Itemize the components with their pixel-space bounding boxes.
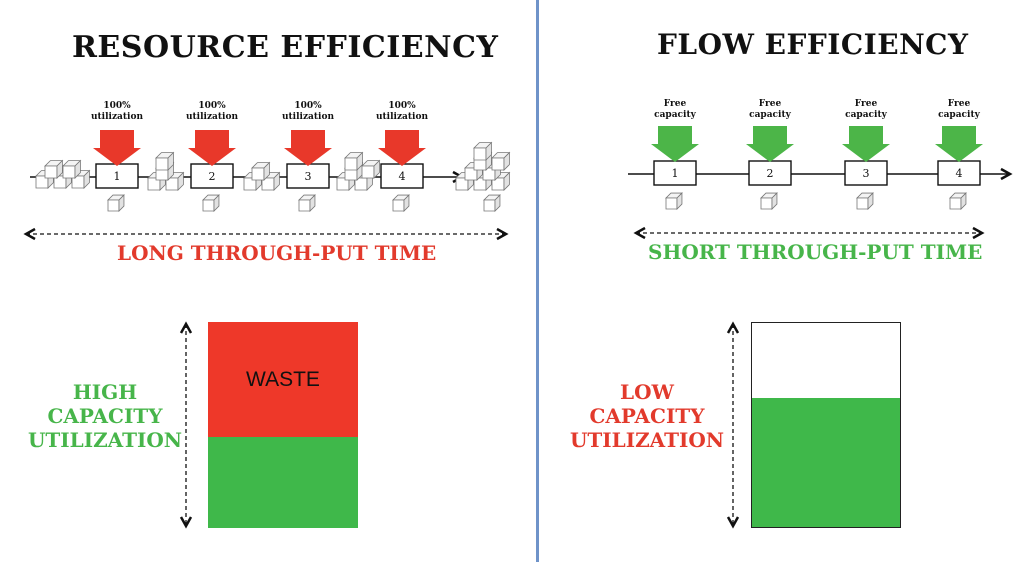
left-process-box-4 [380,163,424,189]
section-divider [536,0,539,562]
right-output-cube [856,192,874,210]
left-process-label-1: 1 [114,170,121,183]
low-utilization-bar [751,322,901,528]
left-arrow-label-top: 100% [103,101,131,111]
util-line-1: LOW [620,380,674,404]
left-inventory-cube [344,151,364,171]
used-capacity-segment [208,437,358,528]
left-arrow-label-top: 100% [198,101,226,111]
high-utilization-bar: WASTE [208,322,358,528]
right-throughput-arrow-right-head [972,226,985,240]
util-line-3: UTILIZATION [569,428,725,452]
left-inventory-cube [361,159,381,179]
right-arrow-label-bottom: capacity [654,110,696,120]
right-output-cube [665,192,683,210]
flow-efficiency-title: FLOW EFFICIENCY [657,28,969,61]
left-throughput-arrow-left-head [23,227,36,241]
left-output-cube [107,194,125,212]
util-line-1: HIGH [72,380,138,404]
left-arrow-label-bottom: utilization [376,112,428,122]
left-inventory-cube [155,151,175,171]
left-arrow-label-bottom: utilization [282,112,334,122]
left-utilization-arrow-1 [93,130,141,166]
left-process-label-2: 2 [209,170,216,183]
right-process-box-2 [748,160,792,186]
left-arrow-label-bottom: utilization [186,112,238,122]
waste-segment: WASTE [208,322,358,437]
resource-efficiency-title: RESOURCE EFFICIENCY [72,30,499,65]
right-arrow-label-top: Free [948,99,971,109]
left-inventory-cube [44,159,64,179]
right-process-label-1: 1 [672,167,679,180]
right-arrow-label-bottom: capacity [845,110,887,120]
left-output-cube [298,194,316,212]
right-output-cube [949,192,967,210]
left-output-cube [392,194,410,212]
left-inventory-cube [62,159,82,179]
right-free-capacity-arrow-3 [842,126,890,162]
right-arrow-label-bottom: capacity [749,110,791,120]
left-arrow-label-bottom: utilization [91,112,143,122]
right-free-capacity-arrow-2 [746,126,794,162]
left-inventory-cube [491,151,511,171]
util-line-2: CAPACITY [47,404,163,428]
right-process-box-4 [937,160,981,186]
left-utilization-arrow-4 [378,130,426,166]
left-process-label-4: 4 [399,170,406,183]
left-output-cube [202,194,220,212]
right-output-cube [760,192,778,210]
left-capacity-arrow-top-head [179,321,193,334]
high-capacity-utilization-label: HIGH CAPACITY UTILIZATION [20,380,190,452]
right-arrow-label-top: Free [759,99,782,109]
right-arrow-label-top: Free [664,99,687,109]
right-flow-arrowhead [1000,167,1013,181]
left-utilization-arrow-3 [284,130,332,166]
right-free-capacity-arrow-1 [651,126,699,162]
right-throughput-arrow-left-head [633,226,646,240]
used-capacity-segment [752,398,900,527]
left-process-label-3: 3 [305,170,312,183]
left-throughput-arrow-right-head [496,227,509,241]
left-arrow-label-top: 100% [388,101,416,111]
right-arrow-label-bottom: capacity [938,110,980,120]
right-arrow-label-top: Free [855,99,878,109]
right-capacity-arrow-top-head [726,321,740,334]
short-throughput-label: SHORT THROUGH-PUT TIME [648,240,983,264]
util-line-3: UTILIZATION [27,428,183,452]
right-free-capacity-arrow-4 [935,126,983,162]
left-inventory-cube [473,141,493,161]
util-line-2: CAPACITY [589,404,705,428]
left-utilization-arrow-2 [188,130,236,166]
right-process-label-4: 4 [956,167,963,180]
left-inventory-cube [251,161,271,181]
left-capacity-arrow-bottom-head [179,516,193,529]
long-throughput-label: LONG THROUGH-PUT TIME [117,241,437,265]
waste-label: WASTE [246,368,320,391]
left-output-cube [483,194,501,212]
right-process-label-3: 3 [863,167,870,180]
right-capacity-arrow-bottom-head [726,516,740,529]
low-capacity-utilization-label: LOW CAPACITY UTILIZATION [562,380,732,452]
left-arrow-label-top: 100% [294,101,322,111]
right-process-label-2: 2 [767,167,774,180]
